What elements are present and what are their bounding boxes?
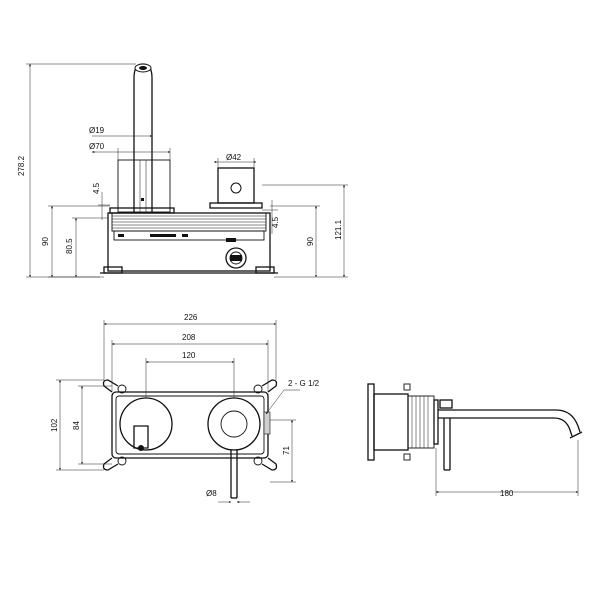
handle-outline (217, 167, 255, 204)
mounting-box (102, 379, 278, 471)
right-rosette-plate (209, 202, 263, 209)
dim-rosette-thickness-right: 4.5 (271, 216, 280, 228)
dim-mounting-height: 84 (72, 421, 81, 430)
dim-body-height-right: 90 (306, 237, 315, 246)
mixer-handle-plan (207, 397, 261, 499)
dim-axis-distance: 120 (182, 351, 196, 360)
dim-body-depth: 80.5 (65, 238, 74, 254)
spout-outline (117, 63, 171, 213)
side-spout (438, 409, 583, 439)
plan-view: 226 208 120 102 84 71 Ø8 2 - G 1/2 (50, 313, 320, 503)
dim-overall-width: 226 (184, 313, 198, 322)
side-view: 180 (367, 383, 583, 498)
plan-dimension-lines (59, 323, 300, 503)
side-lever (439, 399, 453, 471)
dim-overall-height: 102 (50, 418, 59, 432)
dim-spout-projection: 180 (500, 489, 514, 498)
dim-lever-diameter: Ø8 (206, 489, 217, 498)
built-in-body (100, 212, 278, 274)
spout-outlet-plan (119, 397, 173, 451)
dim-rosette-thickness-left: 4.5 (92, 182, 101, 194)
label-connections: 2 - G 1/2 (288, 379, 320, 388)
plan-extension-lines (56, 320, 296, 483)
dim-mounting-width: 208 (182, 333, 196, 342)
front-dimension-lines (29, 63, 345, 278)
dim-handle-height: 121.1 (334, 219, 343, 240)
dim-handle-diameter: Ø42 (226, 153, 242, 162)
front-extension-lines (26, 63, 348, 278)
dim-body-height-left: 90 (41, 237, 50, 246)
side-body (367, 383, 439, 461)
front-elevation-view: Ø19 Ø70 Ø42 278.2 4.5 90 80.5 4.5 90 121… (17, 63, 348, 278)
dim-connection-height: 71 (282, 446, 291, 455)
dim-total-height: 278.2 (17, 155, 26, 176)
dim-spout-diameter: Ø19 (89, 126, 105, 135)
dim-spout-base-diameter: Ø70 (89, 142, 105, 151)
